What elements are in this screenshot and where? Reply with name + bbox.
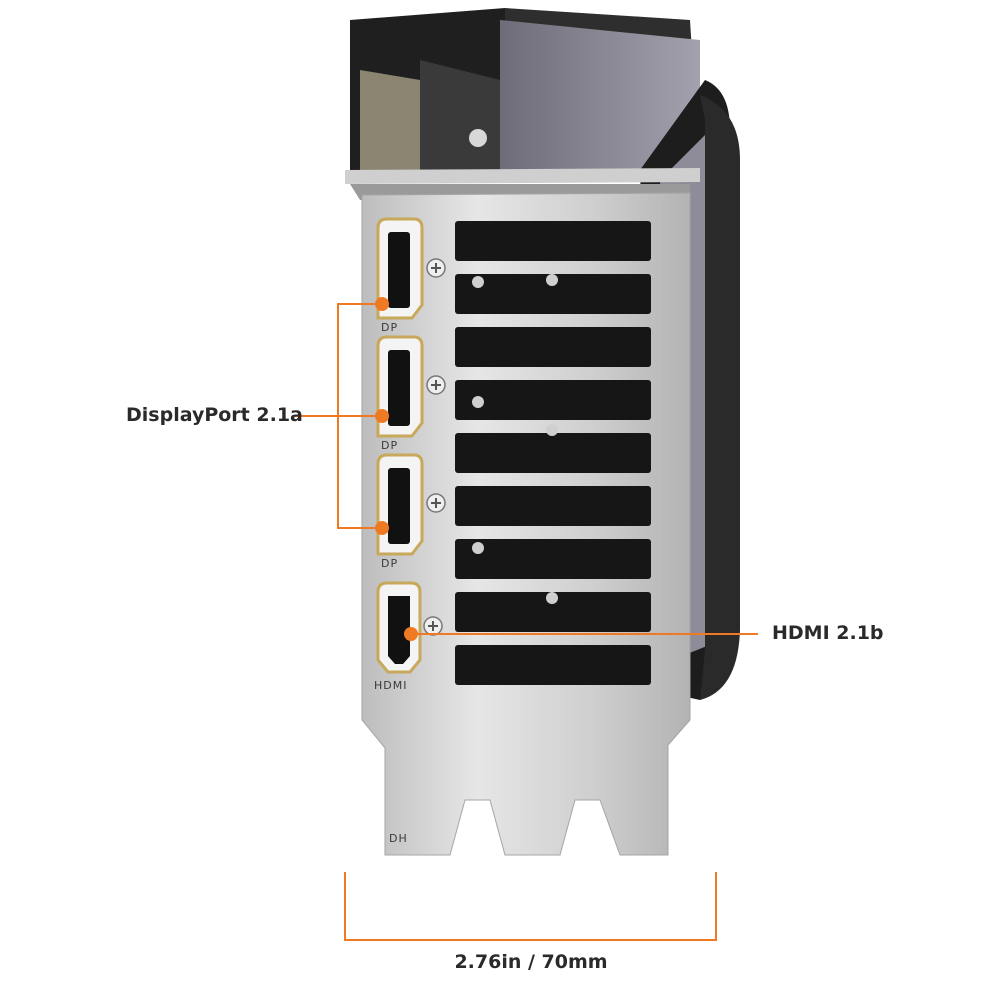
- dp-port-marking-3: DP: [381, 557, 398, 570]
- hdmi-port-marking: HDMI: [374, 679, 407, 692]
- bracket-marking: DH: [389, 832, 408, 845]
- screw-icon: [426, 258, 446, 278]
- screw-icon: [426, 375, 446, 395]
- hdmi-callout-line: [404, 627, 758, 641]
- screw-icon: [469, 129, 487, 147]
- bracket-screws: [423, 258, 446, 636]
- vent-slots: [455, 221, 651, 685]
- hdmi-connector: [376, 581, 422, 674]
- screw-icon: [423, 616, 443, 636]
- callout-dot: [404, 627, 418, 641]
- callout-dot: [375, 521, 389, 535]
- screw-icon: [426, 493, 446, 513]
- callout-dot: [375, 409, 389, 423]
- displayport-connector-2: [376, 335, 424, 438]
- dp-port-marking-2: DP: [381, 439, 398, 452]
- displayport-connector-3: [376, 453, 424, 556]
- displayport-callout-label: DisplayPort 2.1a: [126, 404, 303, 426]
- callout-dot: [375, 297, 389, 311]
- width-dimension-marker: [344, 872, 717, 941]
- displayport-callout-lines: [293, 297, 389, 535]
- hdmi-callout-label: HDMI 2.1b: [772, 622, 884, 644]
- displayport-connector-1: [376, 217, 424, 320]
- width-dimension-label: 2.76in / 70mm: [454, 951, 608, 973]
- dp-port-marking-1: DP: [381, 321, 398, 334]
